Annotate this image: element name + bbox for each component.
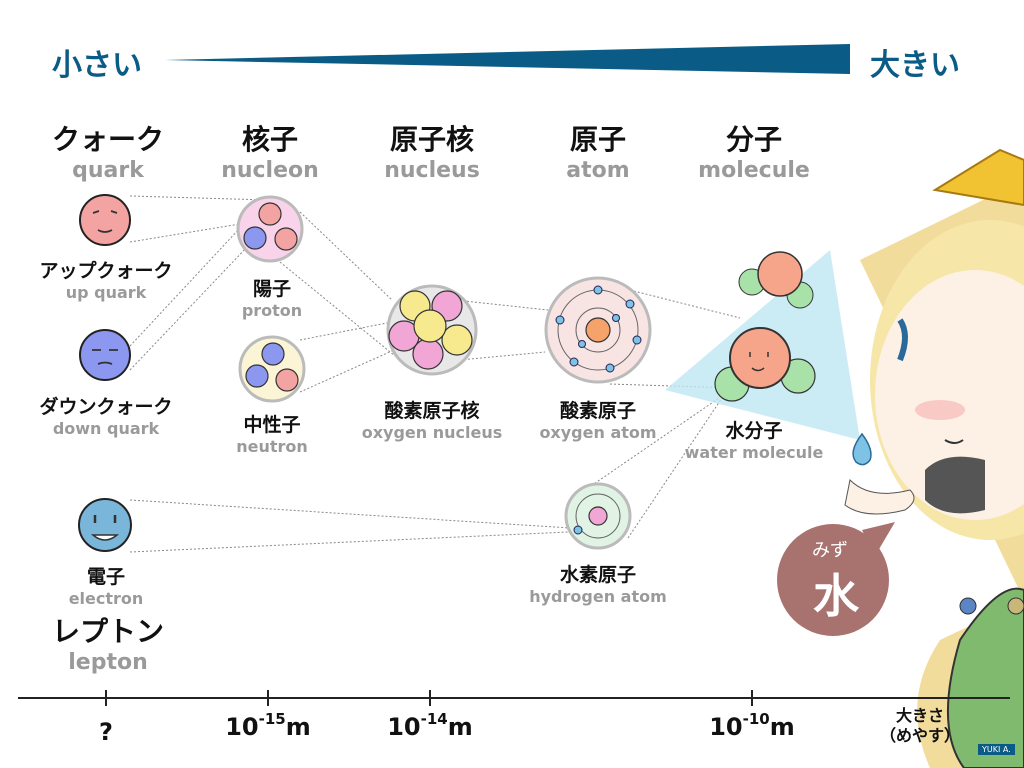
up-quark-icon [79,194,131,246]
neutron-icon [238,335,306,403]
oxygen-atom-ja: 酸素原子 [559,400,636,422]
proton-ja: 陽子 [252,278,291,300]
header-nucleus: 原子核 nucleus [384,118,480,183]
scale-wedge [165,44,850,74]
water-molecule-small-icon [738,251,814,309]
tick-1e-14-unit: m [447,713,473,741]
water-molecule-label: 水分子 water molecule [685,416,824,462]
tick-1e-14: 10-14m [387,710,473,741]
tick-unknown-base: ? [99,718,113,746]
tick-1e-15: 10-15m [225,710,311,741]
header-nucleon-ja: 核子 [241,123,299,156]
tick-1e-15-unit: m [285,713,311,741]
hydrogen-atom-ja: 水素原子 [559,564,636,586]
hat-icon [932,148,1024,207]
oxygen-nucleus-ja: 酸素原子核 [384,400,480,422]
water-drop-icon [852,432,872,466]
header-nucleon: 核子 nucleon [221,118,319,183]
header-nucleus-ja: 原子核 [389,123,474,156]
axis-ticks [105,690,753,706]
hydrogen-atom-icon [564,482,632,550]
tick-1e-10-unit: m [769,713,795,741]
hydrogen-atom-en: hydrogen atom [529,587,667,606]
tick-unknown: ? [99,718,113,746]
lepton-en: lepton [68,650,148,675]
water-molecule-en: water molecule [684,443,824,462]
header-quark-ja: クォーク [51,123,165,156]
bubble-kanji: 水 [813,569,859,623]
oxygen-atom-en: oxygen atom [539,423,657,442]
oxygen-nucleus-label: 酸素原子核 oxygen nucleus [362,396,503,442]
oxygen-nucleus-en: oxygen nucleus [361,423,503,442]
electron-icon [78,498,132,552]
proton-icon [236,195,304,263]
neutron-en: neutron [236,437,308,456]
header-molecule-ja: 分子 [725,123,783,156]
oxygen-nucleus-icon [386,284,478,376]
lepton-ja: レプトン [51,615,165,648]
scale-large-label: 大きい [870,48,960,83]
neutron-label: 中性子 neutron [236,410,308,456]
speech-bubble [777,522,895,636]
tick-1e-10: 10-10m [709,710,795,741]
header-atom-ja: 原子 [569,123,626,156]
tick-1e-14-base: 10 [387,713,421,741]
scale-small-label: 小さい [52,48,142,83]
lepton-label: レプトン lepton [52,610,164,675]
axis-title: 大きさ （めやす） [880,706,960,746]
header-nucleon-en: nucleon [221,158,319,183]
bubble-furigana: みず [812,540,848,561]
electron-ja: 電子 [86,566,125,588]
oxygen-atom-icon [544,276,652,384]
tick-1e-15-exp: -15 [258,710,286,728]
down-quark-ja: ダウンクォーク [39,396,173,418]
tick-1e-15-base: 10 [225,713,259,741]
credit-badge: YUKI A. [978,744,1015,755]
up-quark-ja: アップクォーク [39,260,173,282]
electron-label: 電子 electron [69,562,144,608]
water-molecule-ja: 水分子 [725,420,783,442]
up-quark-label: アップクォーク up quark [39,256,172,302]
proton-label: 陽子 proton [242,274,302,320]
header-quark-en: quark [72,158,144,183]
electron-en: electron [68,589,144,608]
character-illustration [844,148,1024,768]
down-quark-label: ダウンクォーク down quark [39,392,172,438]
header-atom-en: atom [566,158,630,183]
header-molecule-en: molecule [698,158,810,183]
water-molecule-icon [714,327,816,402]
oxygen-atom-label: 酸素原子 oxygen atom [539,396,656,442]
header-nucleus-en: nucleus [384,158,480,183]
header-molecule: 分子 molecule [698,118,810,183]
neutron-ja: 中性子 [243,414,301,436]
up-quark-en: up quark [65,283,147,302]
proton-en: proton [241,301,303,320]
down-quark-icon [79,329,131,381]
axis-title-line2: （めやす） [879,726,961,745]
tick-1e-14-exp: -14 [420,710,448,728]
header-atom: 原子 atom [566,118,629,183]
tick-1e-10-exp: -10 [742,710,770,728]
header-quark: クォーク quark [52,118,164,183]
down-quark-en: down quark [52,419,160,438]
tick-1e-10-base: 10 [709,713,743,741]
axis-title-line1: 大きさ [895,706,945,725]
hydrogen-atom-label: 水素原子 hydrogen atom [529,560,667,606]
